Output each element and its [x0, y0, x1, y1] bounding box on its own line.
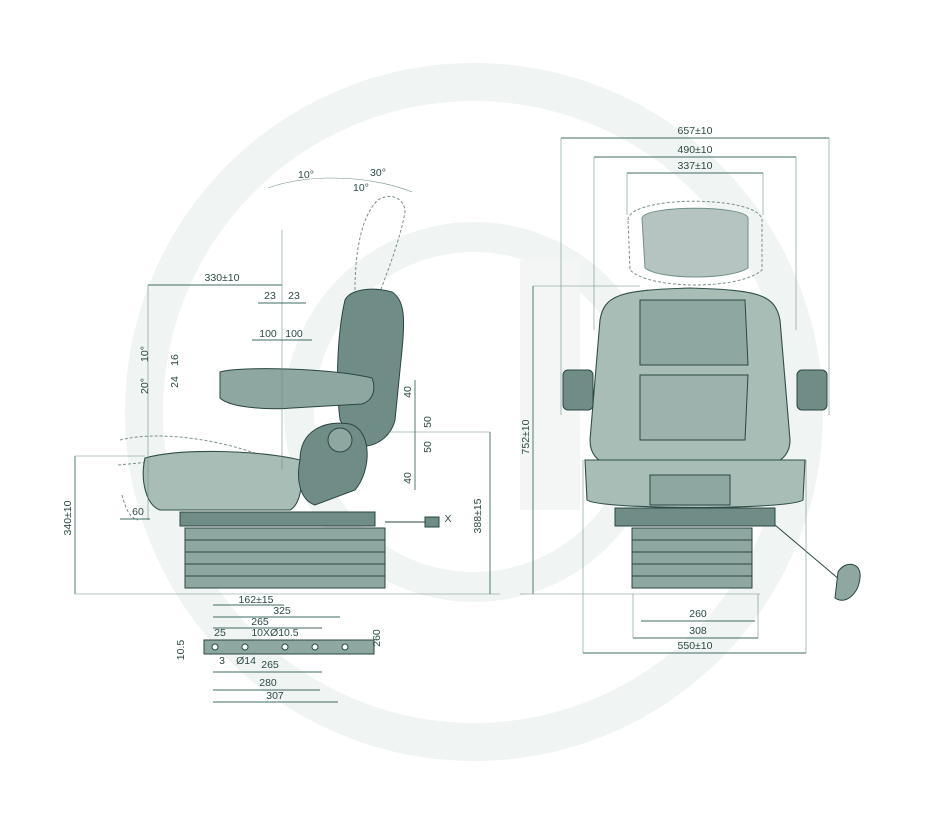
dim-10x-holes: 10XØ10.5	[251, 627, 298, 639]
side-view	[117, 196, 440, 589]
dim-265-lower: 265	[261, 659, 279, 671]
angle-10-cushion: 10°	[139, 346, 151, 362]
connector-x-label: X	[444, 513, 451, 525]
dim-388: 388±15	[472, 498, 484, 533]
dim-307: 307	[266, 690, 284, 702]
dim-60: 60	[132, 506, 144, 518]
front-lever-handle	[834, 563, 861, 601]
dim-325: 325	[273, 605, 291, 617]
headrest-panel	[641, 207, 749, 278]
front-bellows	[631, 527, 753, 589]
dim-657: 657±10	[678, 125, 713, 137]
dim-752: 752±10	[520, 419, 532, 454]
side-cushion	[142, 450, 303, 511]
dim-330: 330±10	[205, 272, 240, 284]
base-plate-detail	[203, 639, 375, 655]
angle-20: 20°	[139, 378, 151, 394]
dim-550: 550±10	[678, 640, 713, 652]
dim-40-upper: 40	[402, 386, 414, 398]
dim-308: 308	[689, 625, 707, 637]
angle-30: 30°	[370, 167, 386, 179]
dim-162: 162±15	[239, 594, 274, 606]
front-lever-rod	[774, 524, 841, 581]
front-view	[562, 200, 861, 601]
side-base-plate	[179, 511, 376, 527]
front-cushion-handle	[649, 474, 731, 506]
front-armrest-right	[796, 369, 828, 411]
headrest-outline	[627, 200, 763, 286]
dim-50-upper: 50	[422, 416, 434, 428]
dim-14: Ø14	[236, 655, 256, 667]
side-backrest	[337, 288, 405, 447]
dimension-labels: 657±10 490±10 337±10 752±10 260 308 550±…	[62, 125, 713, 702]
dim-50-lower: 50	[422, 441, 434, 453]
angle-10-left: 10°	[298, 169, 314, 181]
dim-24: 24	[169, 376, 181, 388]
front-backrest-upper-pad	[639, 299, 749, 366]
dim-23-right: 23	[288, 290, 300, 302]
dim-100-right: 100	[285, 328, 303, 340]
backrest-extended-outline	[354, 196, 406, 293]
side-bellows	[184, 527, 386, 589]
dim-40-lower: 40	[402, 472, 414, 484]
dim-25: 25	[214, 627, 226, 639]
dim-260-plate: 260	[371, 629, 383, 647]
dim-337: 337±10	[678, 160, 713, 172]
angle-10-inner: 10°	[353, 182, 369, 194]
side-dimension-lines	[74, 177, 500, 703]
dim-100-left: 100	[259, 328, 277, 340]
dim-16: 16	[169, 354, 181, 366]
side-connector	[424, 516, 440, 528]
dim-490: 490±10	[678, 144, 713, 156]
front-dimension-lines	[520, 137, 830, 654]
dim-265-upper: 265	[251, 616, 269, 628]
front-backrest-lower-pad	[639, 374, 749, 441]
dim-3: 3	[219, 655, 225, 667]
dim-280: 280	[259, 677, 277, 689]
side-armrest	[219, 368, 375, 410]
dim-10-5: 10.5	[175, 640, 187, 661]
front-armrest-left	[562, 369, 594, 411]
dim-23-left: 23	[264, 290, 276, 302]
dim-340: 340±10	[62, 500, 74, 535]
hinge-knob	[327, 427, 353, 453]
dim-260-front: 260	[689, 608, 707, 620]
front-base	[614, 507, 776, 527]
